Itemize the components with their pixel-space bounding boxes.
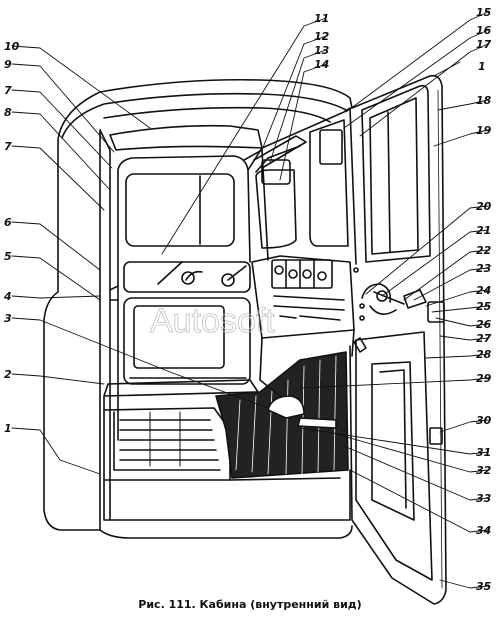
door-striker — [429, 427, 443, 445]
windshield-glass — [309, 119, 349, 247]
gauge-dividers — [285, 259, 315, 289]
callout-17: 17 — [476, 38, 492, 51]
callout-7: 7 — [4, 140, 12, 153]
callout-28: 28 — [476, 348, 492, 361]
callout-12: 12 — [314, 30, 330, 43]
door-screw-2 — [359, 315, 365, 321]
callout-35: 35 — [476, 580, 492, 593]
callout-7b: 7 — [4, 84, 12, 97]
door-check — [353, 337, 367, 353]
callout-13: 13 — [314, 44, 330, 57]
gauge-panel — [271, 259, 333, 289]
callout-19: 19 — [476, 124, 492, 137]
seat-back-inner — [133, 305, 225, 369]
callout-31: 31 — [476, 446, 491, 459]
cab-shell — [43, 78, 353, 531]
callout-27: 27 — [476, 332, 492, 345]
callout-26: 26 — [476, 318, 492, 331]
pedal-assembly — [267, 395, 337, 429]
door-handle-knob — [376, 290, 388, 302]
cab-roof — [61, 92, 347, 139]
callout-22: 22 — [476, 244, 492, 257]
shelf-handle — [157, 261, 203, 285]
callout-24: 24 — [476, 284, 491, 297]
callout-1b: 1 — [478, 60, 486, 73]
dashboard — [251, 255, 355, 339]
door-screw-3 — [353, 267, 359, 273]
callout-10: 10 — [4, 40, 20, 53]
door-latch — [427, 301, 445, 323]
callout-32: 32 — [476, 464, 492, 477]
door-outer — [349, 74, 447, 605]
callout-29: 29 — [476, 372, 492, 385]
callout-5: 5 — [4, 250, 12, 263]
rear-shelf — [123, 261, 251, 293]
windshield-frame — [247, 107, 357, 265]
dash-lower — [259, 329, 355, 397]
shelf-knob-left — [181, 271, 195, 285]
gauge-4 — [317, 271, 327, 281]
door-panel-inset — [371, 361, 415, 521]
shelf-knob-right — [221, 273, 235, 287]
watermark: Autosoft — [150, 302, 275, 340]
floor-frame — [103, 469, 351, 521]
callout-11: 11 — [314, 12, 329, 25]
gauge-3 — [302, 269, 312, 279]
left-pillar — [99, 129, 111, 531]
cab-roof-inner — [103, 106, 331, 123]
callout-21: 21 — [476, 224, 491, 237]
callout-23: 23 — [476, 262, 492, 275]
callout-33: 33 — [476, 492, 492, 505]
leader-lines — [11, 11, 489, 589]
callout-2: 2 — [4, 368, 12, 381]
callout-20: 20 — [476, 200, 492, 213]
compartment-tabs — [149, 411, 181, 467]
mirror — [319, 129, 343, 165]
door-seal — [437, 89, 443, 589]
floor-compartment — [103, 407, 231, 481]
rear-window — [125, 173, 235, 247]
callout-labels: 1 1 2 3 4 5 6 7 7 8 9 10 11 12 13 14 15 … — [3, 6, 492, 593]
seat-back-frame — [123, 297, 251, 385]
callout-25: 25 — [476, 300, 492, 313]
callout-30: 30 — [476, 414, 492, 427]
callout-14: 14 — [314, 58, 329, 71]
window-crank — [361, 283, 405, 315]
callout-1a: 1 — [4, 422, 12, 435]
compartment-lines — [119, 419, 219, 461]
left-inner-panel — [109, 285, 119, 301]
callout-34: 34 — [476, 524, 491, 537]
figure-caption: Рис. 111. Кабина (внутренний вид) — [138, 598, 362, 611]
callout-9: 9 — [4, 58, 12, 71]
callout-8: 8 — [4, 106, 12, 119]
shelf-lever — [227, 265, 247, 281]
door-window-glass — [369, 97, 419, 255]
callout-15: 15 — [476, 6, 492, 19]
floor-bottom — [99, 525, 353, 539]
visor — [261, 159, 291, 185]
gauge-2 — [288, 269, 298, 279]
callout-18: 18 — [476, 94, 492, 107]
callout-3: 3 — [4, 312, 12, 325]
callout-4: 4 — [3, 290, 12, 303]
side-window — [255, 169, 297, 249]
door-screw-1 — [359, 303, 365, 309]
callout-16: 16 — [476, 24, 492, 37]
callout-6: 6 — [4, 216, 12, 229]
door-window-frame — [361, 84, 431, 263]
dash-controls — [273, 295, 345, 321]
gauge-1 — [274, 265, 284, 275]
